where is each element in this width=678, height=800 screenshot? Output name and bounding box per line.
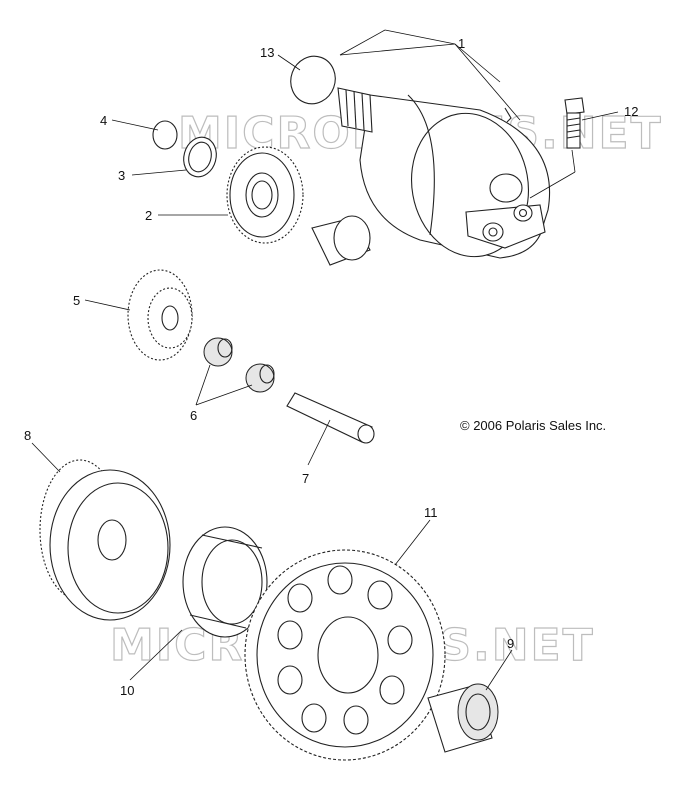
part-6-needle-bearings — [203, 337, 275, 393]
callout-12: 12 — [624, 104, 638, 119]
part-4-snap-ring — [152, 120, 178, 150]
part-8-clutch-housing — [39, 459, 171, 621]
callout-5: 5 — [73, 293, 80, 308]
callout-4: 4 — [100, 113, 107, 128]
callout-13: 13 — [260, 45, 274, 60]
callout-9: 9 — [507, 636, 514, 651]
callout-3: 3 — [118, 168, 125, 183]
callouts: 1 2 3 4 5 6 7 8 9 10 11 12 13 — [24, 36, 638, 698]
sleeve-part — [311, 215, 371, 266]
part-10-sprag-clutch — [182, 526, 268, 638]
callout-2: 2 — [145, 208, 152, 223]
part-2-gear — [226, 146, 304, 244]
part-11-starter-driven-gear — [244, 549, 446, 761]
callout-10: 10 — [120, 683, 134, 698]
part-13-oring — [290, 55, 336, 105]
copyright-text: © 2006 Polaris Sales Inc. — [460, 418, 606, 433]
part-3-washer — [183, 136, 217, 178]
part-9-bearing — [427, 683, 499, 753]
part-5-double-gear — [127, 269, 193, 361]
callout-11: 11 — [424, 505, 438, 520]
part-1-starter-motor — [337, 87, 551, 259]
part-7-shaft-pin — [286, 392, 375, 444]
leader-lines — [31, 29, 619, 691]
callout-1: 1 — [458, 36, 465, 51]
callout-6: 6 — [190, 408, 197, 423]
callout-8: 8 — [24, 428, 31, 443]
callout-7: 7 — [302, 471, 309, 486]
part-12-bolt — [564, 97, 585, 149]
